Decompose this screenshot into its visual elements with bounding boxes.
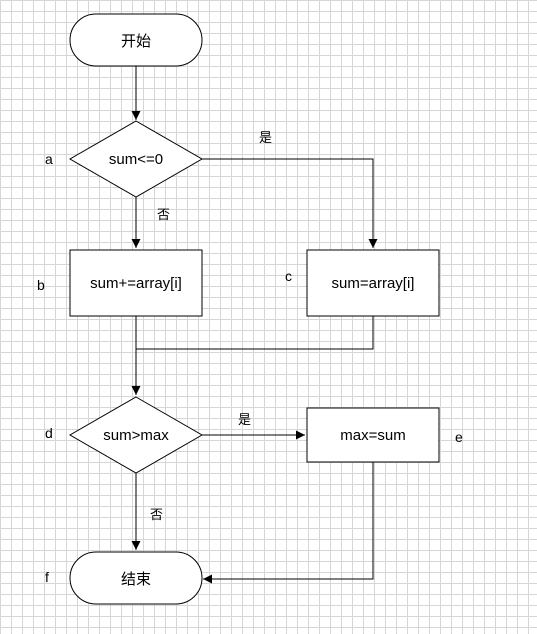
decision-node-d: sum>max [68, 396, 204, 474]
process-b-text: sum+=array[i] [90, 275, 182, 292]
decision-a-text: sum<=0 [109, 151, 163, 168]
edge-label-a-no: 否 [157, 208, 170, 223]
end-node-text: 结束 [121, 570, 151, 588]
decision-d-text: sum>max [103, 427, 169, 444]
start-node-text: 开始 [121, 32, 151, 50]
label-c: c [285, 268, 292, 284]
edge-label-d-yes: 是 [238, 413, 251, 428]
process-node-c: sum=array[i] [306, 249, 440, 317]
label-a: a [45, 151, 53, 167]
process-node-e: max=sum [306, 407, 440, 463]
label-d: d [45, 425, 53, 441]
edge-label-d-no: 否 [150, 508, 163, 523]
decision-node-a: sum<=0 [68, 120, 204, 198]
start-node: 开始 [69, 13, 203, 67]
label-b: b [37, 277, 45, 293]
edge-c-to-merge [136, 316, 374, 350]
process-c-text: sum=array[i] [332, 275, 415, 292]
process-node-b: sum+=array[i] [69, 249, 203, 317]
edge-label-a-yes: 是 [259, 131, 272, 146]
edge-e-to-end [203, 462, 374, 584]
process-e-text: max=sum [340, 427, 405, 444]
edge-a-yes-to-c [202, 158, 378, 248]
label-f: f [45, 569, 49, 585]
label-e: e [455, 429, 463, 445]
end-node: 结束 [69, 551, 203, 605]
